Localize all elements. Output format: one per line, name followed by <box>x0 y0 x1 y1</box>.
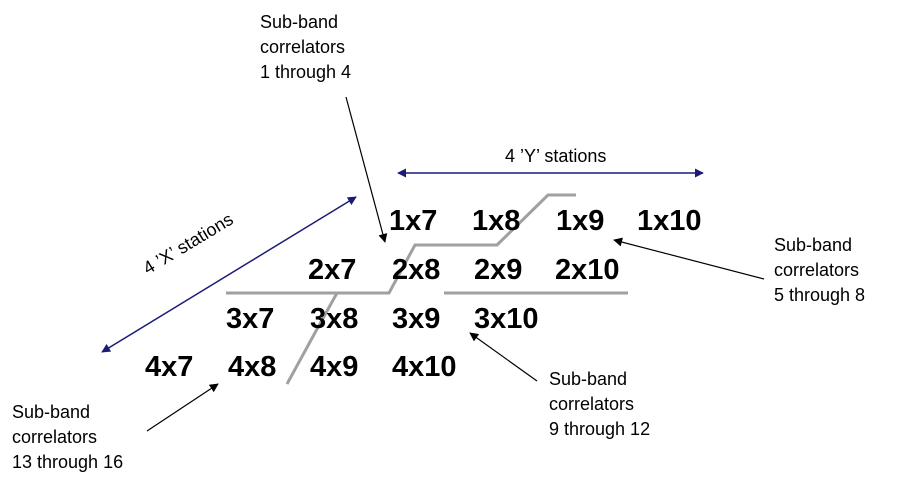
group-label-1: Sub-band correlators 1 through 4 <box>260 10 351 85</box>
pointer-arrow-group-3 <box>469 332 538 382</box>
group-label-2: Sub-band correlators 5 through 8 <box>774 233 865 308</box>
cell-1x10: 1x10 <box>637 205 702 237</box>
cell-2x8: 2x8 <box>392 254 441 286</box>
cell-2x10: 2x10 <box>555 254 620 286</box>
group-label-4: Sub-band correlators 13 through 16 <box>12 400 123 475</box>
cell-1x8: 1x8 <box>472 205 521 237</box>
y-stations-label: 4 ’Y’ stations <box>505 146 607 166</box>
group-label-3: Sub-band correlators 9 through 12 <box>549 367 650 442</box>
group-label-1-line-2: correlators <box>260 37 346 57</box>
cell-3x10: 3x10 <box>474 303 539 335</box>
cell-3x9: 3x9 <box>392 303 441 335</box>
pointer-arrow-group-4 <box>146 383 219 432</box>
group-label-2-line-2: correlators <box>774 260 860 280</box>
group-label-4-line-3: 13 through 16 <box>12 452 124 472</box>
group-label-3-line-2: correlators <box>549 394 635 414</box>
cell-2x7: 2x7 <box>308 254 357 286</box>
pointer-arrow-group-1 <box>345 96 388 243</box>
group-label-1-line-1: Sub-band <box>260 12 339 32</box>
group-label-3-line-3: 9 through 12 <box>549 419 651 439</box>
cell-4x8: 4x8 <box>228 351 277 383</box>
cell-4x9: 4x9 <box>310 351 359 383</box>
group-label-4-line-2: correlators <box>12 427 98 447</box>
cell-2x9: 2x9 <box>474 254 523 286</box>
group-label-4-line-1: Sub-band <box>12 402 91 422</box>
x-stations-arrow <box>101 196 357 353</box>
group-label-1-line-3: 1 through 4 <box>260 62 352 82</box>
group-label-3-line-1: Sub-band <box>549 369 628 389</box>
group-label-2-line-1: Sub-band <box>774 235 853 255</box>
cell-1x9: 1x9 <box>556 205 605 237</box>
cell-4x10: 4x10 <box>392 351 457 383</box>
cell-3x7: 3x7 <box>226 303 275 335</box>
cell-3x8: 3x8 <box>310 303 359 335</box>
cell-1x7: 1x7 <box>389 205 438 237</box>
group-label-2-line-3: 5 through 8 <box>774 285 866 305</box>
pointer-arrow-group-2 <box>613 237 765 280</box>
cell-4x7: 4x7 <box>145 351 194 383</box>
